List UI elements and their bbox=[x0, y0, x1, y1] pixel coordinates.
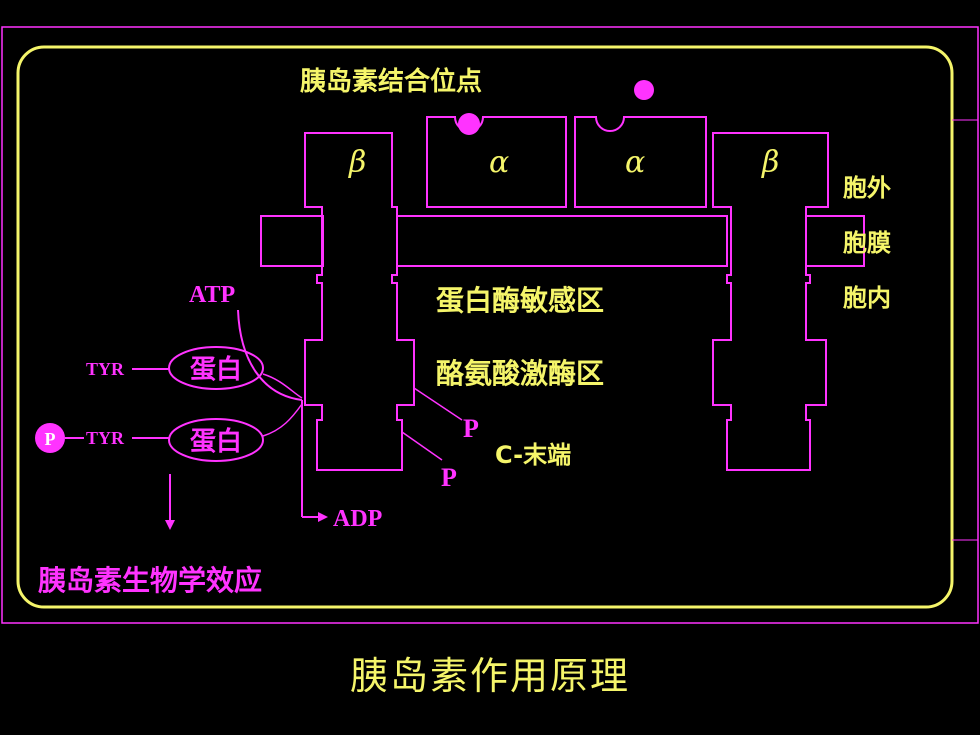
beta-left-label: β bbox=[348, 145, 366, 180]
adp-label: ADP bbox=[333, 506, 382, 532]
substrate-1-protein-label: 蛋白 bbox=[190, 354, 242, 384]
beta-subunit-left bbox=[304, 132, 415, 471]
effect-arrowhead bbox=[165, 520, 175, 530]
free-insulin-dot bbox=[634, 80, 654, 100]
adp-arrowhead bbox=[318, 512, 328, 522]
outer-frame bbox=[1, 26, 979, 624]
atp-curve bbox=[237, 309, 303, 401]
slide-caption: 胰岛素作用原理 bbox=[349, 654, 630, 698]
c-terminus-label: C-末端 bbox=[495, 441, 571, 469]
alpha-left-label: α bbox=[489, 145, 509, 180]
substrate-1-residue: TYR bbox=[86, 359, 125, 379]
substrate-2-protein bbox=[168, 418, 264, 462]
substrate-1-connector bbox=[262, 373, 303, 399]
inner-frame bbox=[16, 45, 954, 609]
binding-site-label: 胰岛素结合位点 bbox=[300, 66, 482, 97]
beta-subunit-right bbox=[712, 132, 829, 471]
alpha-right-label: α bbox=[625, 145, 645, 180]
membrane-band bbox=[396, 215, 728, 267]
phosphate-pointer-1 bbox=[413, 387, 463, 421]
phosphate-label-2: P bbox=[441, 463, 457, 492]
membrane-stub-left bbox=[260, 215, 324, 267]
bound-insulin-dot bbox=[458, 113, 480, 135]
substrate-2-connector bbox=[262, 403, 303, 437]
phosphate-pointer-2 bbox=[401, 431, 443, 461]
protease-sensitive-label: 蛋白酶敏感区 bbox=[436, 284, 604, 317]
membrane-label: 胞膜 bbox=[843, 229, 891, 257]
substrate-2-residue: TYR bbox=[86, 428, 125, 448]
phospho-label: P bbox=[45, 429, 56, 449]
substrate-2-protein-label: 蛋白 bbox=[190, 426, 242, 456]
effect-label: 胰岛素生物学效应 bbox=[38, 564, 262, 597]
outside-label: 胞外 bbox=[843, 174, 891, 202]
tyrosine-kinase-label: 酪氨酸激酶区 bbox=[436, 357, 604, 390]
substrate-1-protein bbox=[168, 346, 264, 390]
atp-label: ATP bbox=[189, 282, 235, 308]
beta-right-label: β bbox=[761, 145, 779, 180]
phospho-circle bbox=[35, 423, 65, 453]
alpha-subunit-right bbox=[574, 116, 707, 208]
phosphate-label-1: P bbox=[463, 414, 479, 443]
inside-label: 胞内 bbox=[843, 284, 891, 312]
